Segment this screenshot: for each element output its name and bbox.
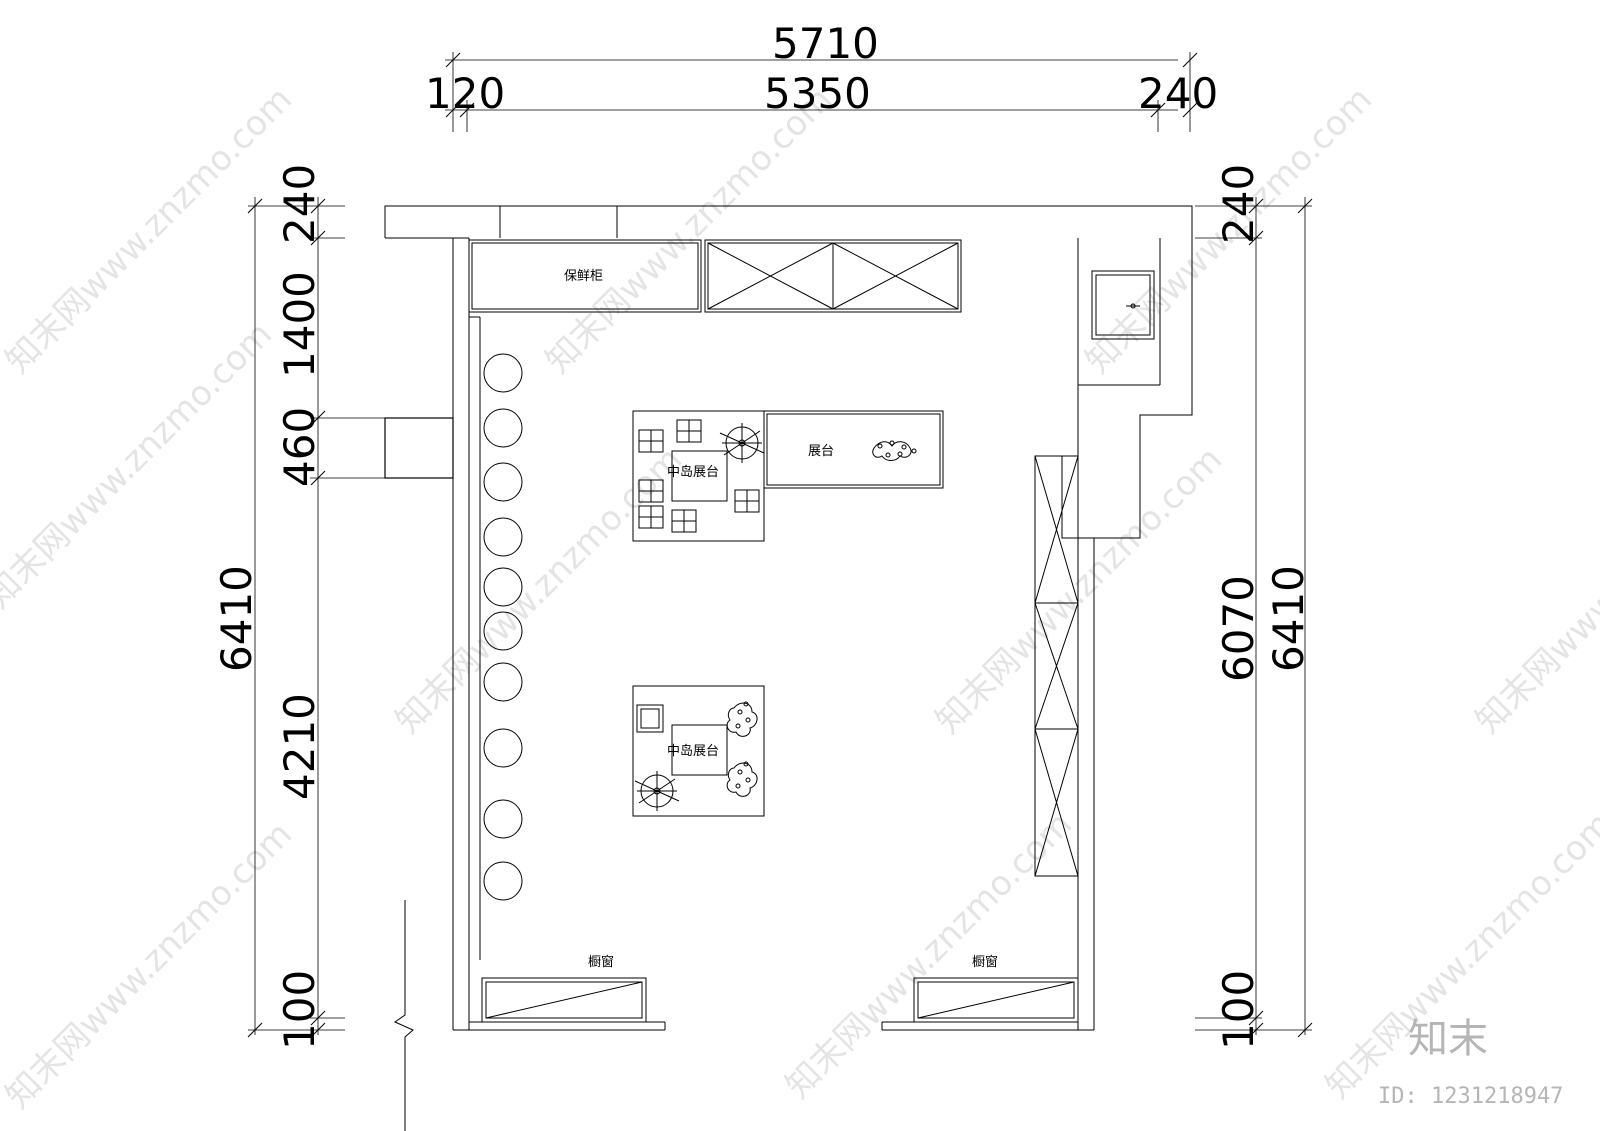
display-table: 展台 [763,410,944,489]
window-left-label: 橱窗 [588,954,614,970]
dim-left-4210: 4210 [275,693,324,800]
top-dimensions: 5710 120 5350 240 [425,19,1218,132]
dim-right-total: 6410 [1264,565,1313,672]
flower-plant-icon [872,440,917,461]
watermark-6: 知末网www.znzmo.com [928,439,1230,741]
dim-top-left: 120 [425,69,505,118]
dim-left-100: 100 [275,970,324,1050]
walls [384,205,1193,1131]
display-label: 展台 [808,444,834,459]
sink [1091,270,1155,340]
shop-window-left: 橱窗 [481,954,647,1023]
window-right-label: 橱窗 [972,954,998,970]
flower-plant-icon [726,701,758,797]
right-dimensions: 240 6070 6410 100 [1195,164,1313,1050]
fridge-label: 保鲜柜 [564,269,603,284]
island-display-upper: 中岛展台 [632,410,765,542]
island-2-label: 中岛展台 [667,743,719,759]
grid-box-icon [638,419,760,533]
watermark-5: 知末网www.znzmo.com [388,439,690,741]
dim-left-total: 6410 [212,565,261,672]
round-table-icon [719,423,765,463]
island-1-label: 中岛展台 [667,464,719,480]
dim-right-240: 240 [1214,164,1263,244]
left-dimensions: 240 1400 460 6410 4210 100 [212,164,385,1050]
shop-window-right: 橱窗 [913,954,1079,1023]
dim-left-460: 460 [275,407,324,487]
dim-top-total: 5710 [772,19,879,68]
right-wall-shelf [1034,455,1079,877]
image-id: ID: 1231218947 [1378,1084,1563,1109]
brand-logo: 知末 [1408,1016,1488,1062]
brand-watermark: 知末 ID: 1231218947 [1378,1016,1563,1109]
watermark-2: 知末网www.znzmo.com [538,79,840,381]
dim-right-100: 100 [1214,970,1263,1050]
round-table-icon [634,771,680,811]
round-stools [483,353,523,901]
square-box-icon [636,704,664,733]
dim-left-1400: 1400 [275,271,324,378]
island-display-lower: 中岛展台 [632,685,765,817]
fridge-cabinet: 保鲜柜 [468,239,702,313]
dim-left-240: 240 [275,164,324,244]
dim-top-right: 240 [1138,69,1218,118]
dim-right-6070: 6070 [1214,575,1263,682]
top-shelves [704,239,962,313]
watermark-7: 知末网www.znzmo.com [1468,439,1600,741]
dim-top-mid: 5350 [764,69,871,118]
